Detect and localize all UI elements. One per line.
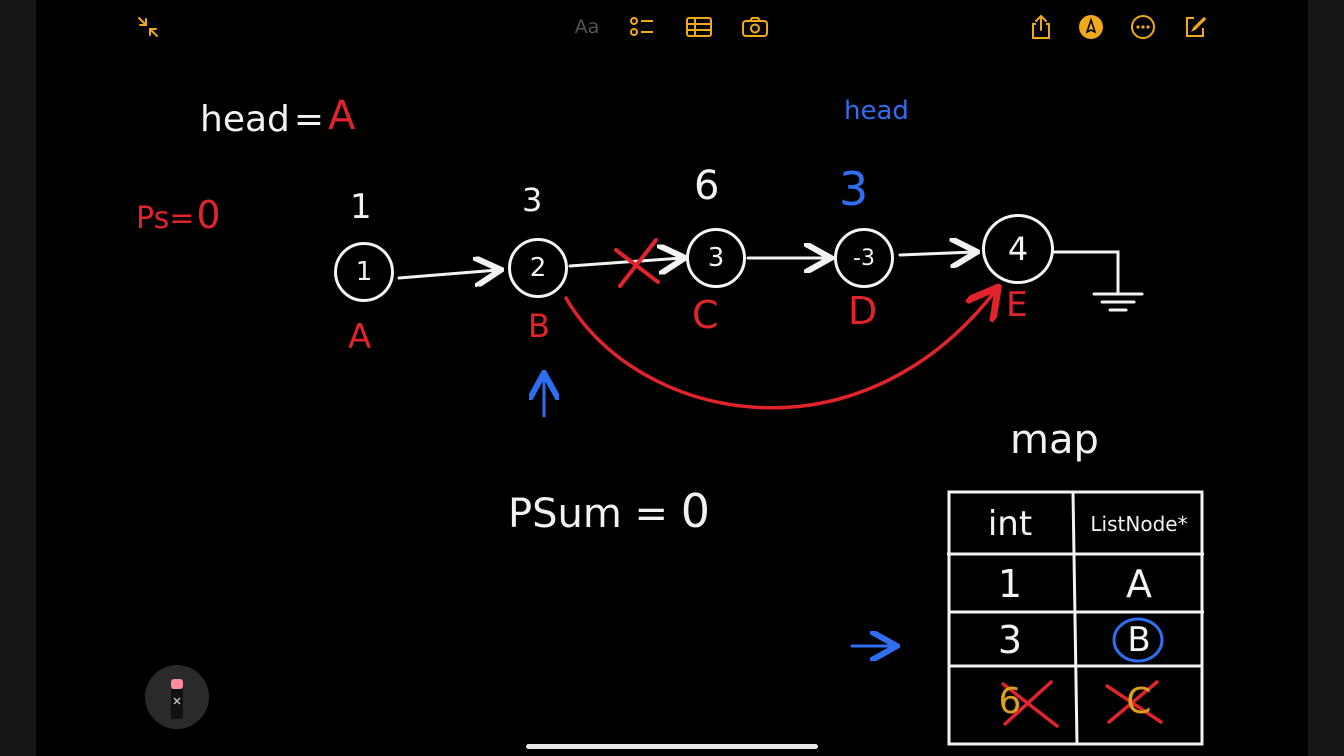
node-name-c: C [692,293,719,337]
list-node-a: 1 [334,242,394,302]
text-format-icon[interactable]: Aa [572,12,602,42]
map-table [947,490,1204,746]
null-line [1052,250,1120,294]
note-canvas[interactable]: Aa head= A head Ps=0 1 3 6 3 [36,0,1308,756]
map-title: map [1010,417,1099,463]
share-icon[interactable] [1028,12,1054,42]
prefix-sum-3: 6 [694,163,720,209]
map-header-listnode: ListNode* [1090,512,1188,536]
node-name-b: B [528,307,550,345]
list-node-b: 2 [508,238,568,298]
prefix-sum-1: 1 [350,187,372,227]
node-name-d: D [848,289,878,333]
home-indicator[interactable] [526,744,818,749]
head-value: A [328,93,356,139]
arrow-a-b [397,270,498,278]
psum-expression: PSum = 0 [508,484,711,538]
map-row-3-key: 6 [998,680,1022,722]
head-label: head= [200,99,325,140]
prefix-sum-2: 3 [522,181,543,219]
list-node-c: 3 [686,228,746,288]
map-row-1-value: A [1126,562,1152,606]
camera-icon[interactable] [740,12,770,42]
prefix-sum-4: 3 [839,162,869,216]
skip-arrow-b-e [564,290,996,410]
more-icon[interactable] [1130,12,1156,42]
node-name-a: A [348,317,372,357]
null-ground-icon [1092,292,1144,312]
pencil-icon [171,679,183,719]
cross-out-mark [614,238,660,288]
text-format-label: Aa [574,16,600,38]
circle-mark [1112,617,1164,663]
arrow-d-e [898,252,974,255]
compose-icon[interactable] [1182,12,1208,42]
left-letterbox [0,0,36,756]
markup-pen-icon[interactable] [1078,12,1104,42]
right-letterbox [1308,0,1344,756]
cross-out-row [1001,680,1163,728]
list-node-e: 4 [982,214,1054,284]
checklist-icon[interactable] [628,12,656,42]
node-name-e: E [1006,285,1028,325]
collapse-icon[interactable] [134,12,162,42]
arrow-b-c [568,258,682,266]
list-node-d: -3 [834,228,894,288]
map-row-2-value: B [1127,620,1151,660]
table-icon[interactable] [684,12,714,42]
psum-small-annotation: Ps=0 [136,193,221,237]
pencil-tool-button[interactable] [145,665,209,729]
map-header-int: int [987,504,1033,544]
map-row-1-key: 1 [997,562,1023,606]
drawing-strokes [397,0,1144,756]
map-row-3-value: C [1126,680,1152,722]
head-annotation: head [844,96,909,126]
map-row-2-key: 3 [997,618,1023,662]
